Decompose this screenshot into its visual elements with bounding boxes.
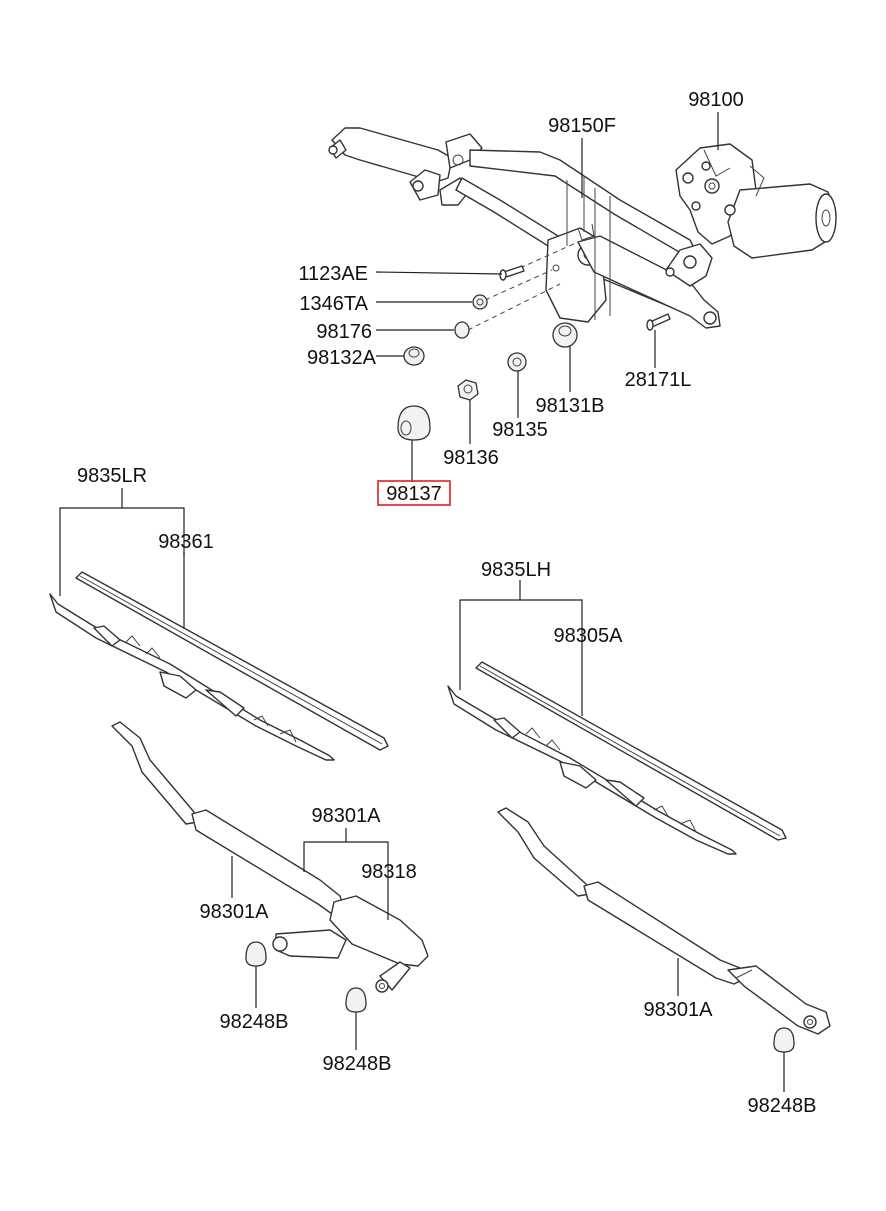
washer-98135[interactable] (507, 352, 527, 372)
label-98100[interactable]: 98100 (688, 89, 744, 111)
label-98136[interactable]: 98136 (443, 447, 499, 469)
label-98248B-a[interactable]: 98248B (220, 1011, 289, 1033)
label-28171L[interactable]: 28171L (625, 369, 692, 391)
label-98137[interactable]: 98137 (386, 483, 442, 505)
wiper-linkage-assembly[interactable] (328, 127, 721, 331)
label-98301A-left[interactable]: 98301A (200, 901, 270, 923)
washer-1346TA[interactable] (472, 294, 488, 310)
label-1123AE[interactable]: 1123AE (298, 263, 368, 285)
cap-98248B-b[interactable] (345, 987, 367, 1013)
label-98301A-top[interactable]: 98301A (312, 805, 382, 827)
highlight-box (377, 480, 451, 506)
right-wiper-blade-assembly[interactable] (447, 661, 787, 855)
nut-98176[interactable] (454, 321, 470, 339)
label-98176[interactable]: 98176 (316, 321, 372, 343)
grommet-98131B[interactable] (552, 322, 578, 348)
label-9835LH[interactable]: 9835LH (481, 559, 551, 581)
label-98318[interactable]: 98318 (361, 861, 417, 883)
label-98132A[interactable]: 98132A (307, 347, 377, 369)
label-98135[interactable]: 98135 (492, 419, 548, 441)
bolt-28171L[interactable] (646, 313, 671, 331)
leader-lines (59, 112, 785, 1092)
label-98248B-c[interactable]: 98248B (748, 1095, 817, 1117)
label-1346TA[interactable]: 1346TA (299, 293, 368, 315)
cap-98248B-c[interactable] (773, 1027, 795, 1053)
label-98305A[interactable]: 98305A (554, 625, 624, 647)
right-wiper-arm[interactable] (497, 807, 831, 1035)
left-wiper-arm[interactable] (111, 721, 429, 993)
label-98361[interactable]: 98361 (158, 531, 214, 553)
grommet-98132A[interactable] (403, 346, 425, 366)
part-labels: 98100 98150F 1123AE 1346TA 98176 98132A … (77, 89, 817, 1117)
nut-98136[interactable] (457, 379, 479, 401)
label-98248B-b[interactable]: 98248B (323, 1053, 392, 1075)
wiper-motor[interactable] (675, 143, 837, 259)
label-98301A-right[interactable]: 98301A (644, 999, 714, 1021)
label-9835LR[interactable]: 9835LR (77, 465, 147, 487)
cap-98248B-a[interactable] (245, 941, 267, 967)
label-98131B[interactable]: 98131B (536, 395, 605, 417)
bolt-1123AE[interactable] (499, 265, 525, 281)
cap-98137[interactable] (397, 405, 431, 441)
label-98150F[interactable]: 98150F (548, 115, 616, 137)
left-wiper-blade-assembly[interactable] (49, 571, 389, 761)
